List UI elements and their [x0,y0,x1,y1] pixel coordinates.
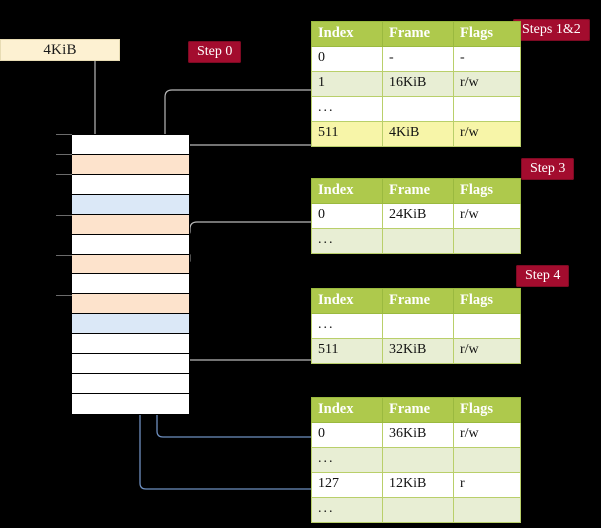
memory-frame-white [72,174,189,195]
memory-tick [56,255,72,256]
cell-flags [453,227,521,254]
memory-frame-white [72,354,189,375]
cell-index: 0 [311,202,383,229]
cell-index: ... [311,227,383,254]
cell-frame: 4KiB [382,120,454,147]
cell-index: 1 [311,70,383,97]
column-header-frame: Frame [382,21,454,47]
step-3-badge: Step 3 [521,158,575,181]
cell-flags [453,95,521,122]
column-header-index: Index [311,21,383,47]
cell-index: ... [311,496,383,523]
cell-flags: r/w [453,421,521,448]
memory-frame-white [72,374,189,395]
column-header-flags: Flags [453,397,521,423]
table-row: 127 12KiB r [311,471,521,498]
source-frame-box: 4KiB [0,39,120,61]
memory-frame-white [72,394,189,414]
table-row: ... [311,95,521,122]
cell-index: ... [311,95,383,122]
column-header-flags: Flags [453,21,521,47]
cell-flags: r/w [453,337,521,364]
memory-frame-white [72,234,189,255]
table-row-highlighted: 511 4KiB r/w [311,120,521,147]
steps-1-2-badge: Steps 1&2 [513,19,590,42]
source-frame-label: 4KiB [43,41,77,58]
memory-frame-blue [72,194,189,215]
memory-frame-white [72,135,189,155]
page-table-level-3: Index Frame Flags 0 36KiB r/w ... 127 12… [311,397,521,523]
table-header-row: Index Frame Flags [311,288,521,314]
column-header-index: Index [311,178,383,204]
memory-frame-orange [72,154,189,175]
memory-tick [56,295,72,296]
table-row: 1 16KiB r/w [311,70,521,97]
step-0-label: Step 0 [197,44,233,59]
cell-flags [453,312,521,339]
cell-index: 511 [311,337,383,364]
table-row: 0 - - [311,45,521,72]
column-header-flags: Flags [453,178,521,204]
cell-flags: r/w [453,70,521,97]
memory-tick [56,174,72,175]
cell-index: 0 [311,45,383,72]
step-3-label: Step 3 [530,161,566,176]
table-header-row: Index Frame Flags [311,397,521,423]
table-row: 511 32KiB r/w [311,337,521,364]
column-header-flags: Flags [453,288,521,314]
cell-frame [382,227,454,254]
step-4-label: Step 4 [525,268,561,283]
cell-frame [382,446,454,473]
page-table-level-2: Index Frame Flags ... 511 32KiB r/w [311,288,521,364]
memory-tick [56,215,72,216]
cell-frame: - [382,45,454,72]
cell-index: ... [311,312,383,339]
table-row: ... [311,446,521,473]
column-header-frame: Frame [382,397,454,423]
cell-index: 0 [311,421,383,448]
steps-1-2-label: Steps 1&2 [522,22,581,37]
cell-index: ... [311,446,383,473]
memory-tick [56,134,72,135]
cell-flags: - [453,45,521,72]
cell-flags [453,496,521,523]
physical-memory-column [71,134,190,415]
memory-frame-orange [72,254,189,275]
table-row: ... [311,496,521,523]
cell-flags: r/w [453,202,521,229]
cell-frame: 32KiB [382,337,454,364]
cell-frame [382,496,454,523]
memory-frame-orange [72,294,189,315]
cell-flags [453,446,521,473]
cell-flags: r/w [453,120,521,147]
memory-frame-white [72,334,189,355]
page-table-level-0: Index Frame Flags 0 - - 1 16KiB r/w ... … [311,21,521,147]
table-row: 0 24KiB r/w [311,202,521,229]
cell-frame [382,95,454,122]
cell-frame: 16KiB [382,70,454,97]
column-header-index: Index [311,397,383,423]
memory-frame-orange [72,214,189,235]
page-table-level-1: Index Frame Flags 0 24KiB r/w ... [311,178,521,254]
table-row: 0 36KiB r/w [311,421,521,448]
memory-frame-blue [72,314,189,335]
column-header-index: Index [311,288,383,314]
cell-flags: r [453,471,521,498]
cell-frame: 24KiB [382,202,454,229]
table-row: ... [311,312,521,339]
memory-frame-white [72,274,189,295]
table-header-row: Index Frame Flags [311,21,521,47]
step-4-badge: Step 4 [516,265,570,288]
column-header-frame: Frame [382,178,454,204]
memory-tick [56,154,72,155]
table-header-row: Index Frame Flags [311,178,521,204]
column-header-frame: Frame [382,288,454,314]
table-row: ... [311,227,521,254]
cell-index: 127 [311,471,383,498]
cell-frame: 12KiB [382,471,454,498]
cell-frame: 36KiB [382,421,454,448]
step-0-badge: Step 0 [188,41,242,64]
cell-index: 511 [311,120,383,147]
cell-frame [382,312,454,339]
